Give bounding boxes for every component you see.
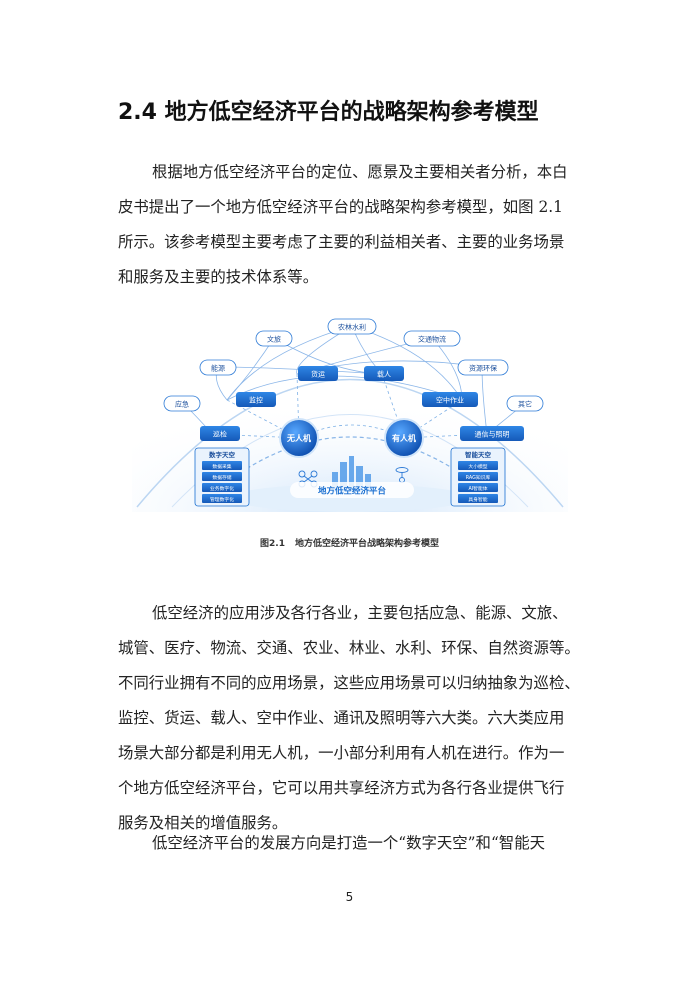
panel-title: 智能天空 xyxy=(465,450,492,459)
industry-node: 应急 xyxy=(163,395,201,412)
manned-hub: 有人机 xyxy=(384,418,424,458)
paragraph-line: 低空经济的应用涉及各行各业，主要包括应急、能源、文旅、 xyxy=(152,604,568,622)
industry-label: 文旅 xyxy=(267,335,281,344)
scenario-label: 载人 xyxy=(377,370,391,379)
caption-number: 图2.1 xyxy=(260,539,285,549)
paragraph-line: 所示。该参考模型主要考虑了主要的利益相关者、主要的业务场景 xyxy=(118,233,565,251)
hub-label: 无人机 xyxy=(286,433,311,443)
panel-title: 数字天空 xyxy=(209,450,236,459)
industry-label: 交通物流 xyxy=(418,335,446,344)
paragraph-line: 皮书提出了一个地方低空经济平台的战略架构参考模型，如图 2.1 xyxy=(118,198,563,216)
figure-caption: 图2.1 地方低空经济平台战略架构参考模型 xyxy=(0,536,699,549)
platform-banner: 地方低空经济平台 xyxy=(290,482,414,498)
paragraph-1: 根据地方低空经济平台的定位、愿景及主要相关者分析，本白 皮书提出了一个地方低空经… xyxy=(118,155,588,295)
scenario-node: 空中作业 xyxy=(422,392,478,407)
paragraph-line: 监控、货运、载人、空中作业、通讯及照明等六大类。六大类应用 xyxy=(118,709,565,727)
paragraph-line: 和服务及主要的技术体系等。 xyxy=(118,268,319,286)
architecture-diagram: 农林水利 文旅 交通物流 能源 资源环保 应急 其它 货运 载人 监控 空中作业 xyxy=(132,318,568,512)
platform-label: 地方低空经济平台 xyxy=(318,486,387,497)
page-number: 5 xyxy=(345,890,354,904)
scenario-node: 巡检 xyxy=(200,426,240,441)
paragraph-line: 个地方低空经济平台，它可以用共享经济方式为各行各业提供飞行 xyxy=(118,779,565,797)
paragraph-line: 场景大部分都是利用无人机，一小部分利用有人机在进行。作为一 xyxy=(118,744,565,762)
scenario-node: 货运 xyxy=(298,366,338,381)
panel-item: AI智能体 xyxy=(468,485,487,492)
industry-label: 应急 xyxy=(175,400,189,409)
industry-node: 能源 xyxy=(199,359,237,376)
panel-item: 管理数字化 xyxy=(210,496,234,503)
scenario-label: 通信与照明 xyxy=(475,430,510,439)
panel-item: 数据存储 xyxy=(212,474,231,481)
paragraph-line: 不同行业拥有不同的应用场景，这些应用场景可以归纳抽象为巡检、 xyxy=(118,674,580,692)
paragraph-line: 城管、医疗、物流、交通、农业、林业、水利、环保、自然资源等。 xyxy=(118,639,580,657)
scenario-label: 空中作业 xyxy=(436,396,464,405)
paragraph-line: 低空经济平台的发展方向是打造一个“数字天空”和“智能天 xyxy=(152,834,545,852)
industry-node: 文旅 xyxy=(255,330,293,347)
smart-sky-panel: 智能天空 大小模型 RAG知识库 AI智能体 具身智能 xyxy=(450,447,506,507)
industry-node: 交通物流 xyxy=(403,330,461,347)
scenario-label: 巡检 xyxy=(213,430,227,439)
paragraph-line: 服务及相关的增值服务。 xyxy=(118,814,288,832)
industry-label: 能源 xyxy=(211,364,225,373)
caption-text: 地方低空经济平台战略架构参考模型 xyxy=(294,539,439,549)
industry-label: 资源环保 xyxy=(469,364,497,373)
unmanned-hub: 无人机 xyxy=(279,418,319,458)
paragraph-line: 根据地方低空经济平台的定位、愿景及主要相关者分析，本白 xyxy=(152,163,568,181)
scenario-label: 货运 xyxy=(311,370,325,379)
industry-label: 其它 xyxy=(518,400,532,409)
scenario-node: 载人 xyxy=(364,366,404,381)
paragraph-2: 低空经济的应用涉及各行各业，主要包括应急、能源、文旅、 城管、医疗、物流、交通、… xyxy=(118,596,588,841)
industry-node: 其它 xyxy=(506,395,544,412)
paragraph-3: 低空经济平台的发展方向是打造一个“数字天空”和“智能天 xyxy=(118,826,588,861)
panel-item: 数据采集 xyxy=(212,463,231,470)
panel-item: RAG知识库 xyxy=(466,474,491,481)
panel-item: 具身智能 xyxy=(468,496,487,503)
scenario-node: 监控 xyxy=(236,392,276,407)
hub-label: 有人机 xyxy=(392,433,416,443)
panel-item: 大小模型 xyxy=(468,463,487,470)
industry-node: 资源环保 xyxy=(457,359,509,376)
panel-item: 业务数字化 xyxy=(210,485,234,492)
scenario-node: 通信与照明 xyxy=(460,426,524,441)
industry-label: 农林水利 xyxy=(338,323,366,332)
industry-node: 农林水利 xyxy=(327,318,377,335)
scenario-label: 监控 xyxy=(249,396,263,405)
page-title: 2.4 地方低空经济平台的战略架构参考模型 xyxy=(118,100,539,125)
digital-sky-panel: 数字天空 数据采集 数据存储 业务数字化 管理数字化 xyxy=(194,447,250,507)
